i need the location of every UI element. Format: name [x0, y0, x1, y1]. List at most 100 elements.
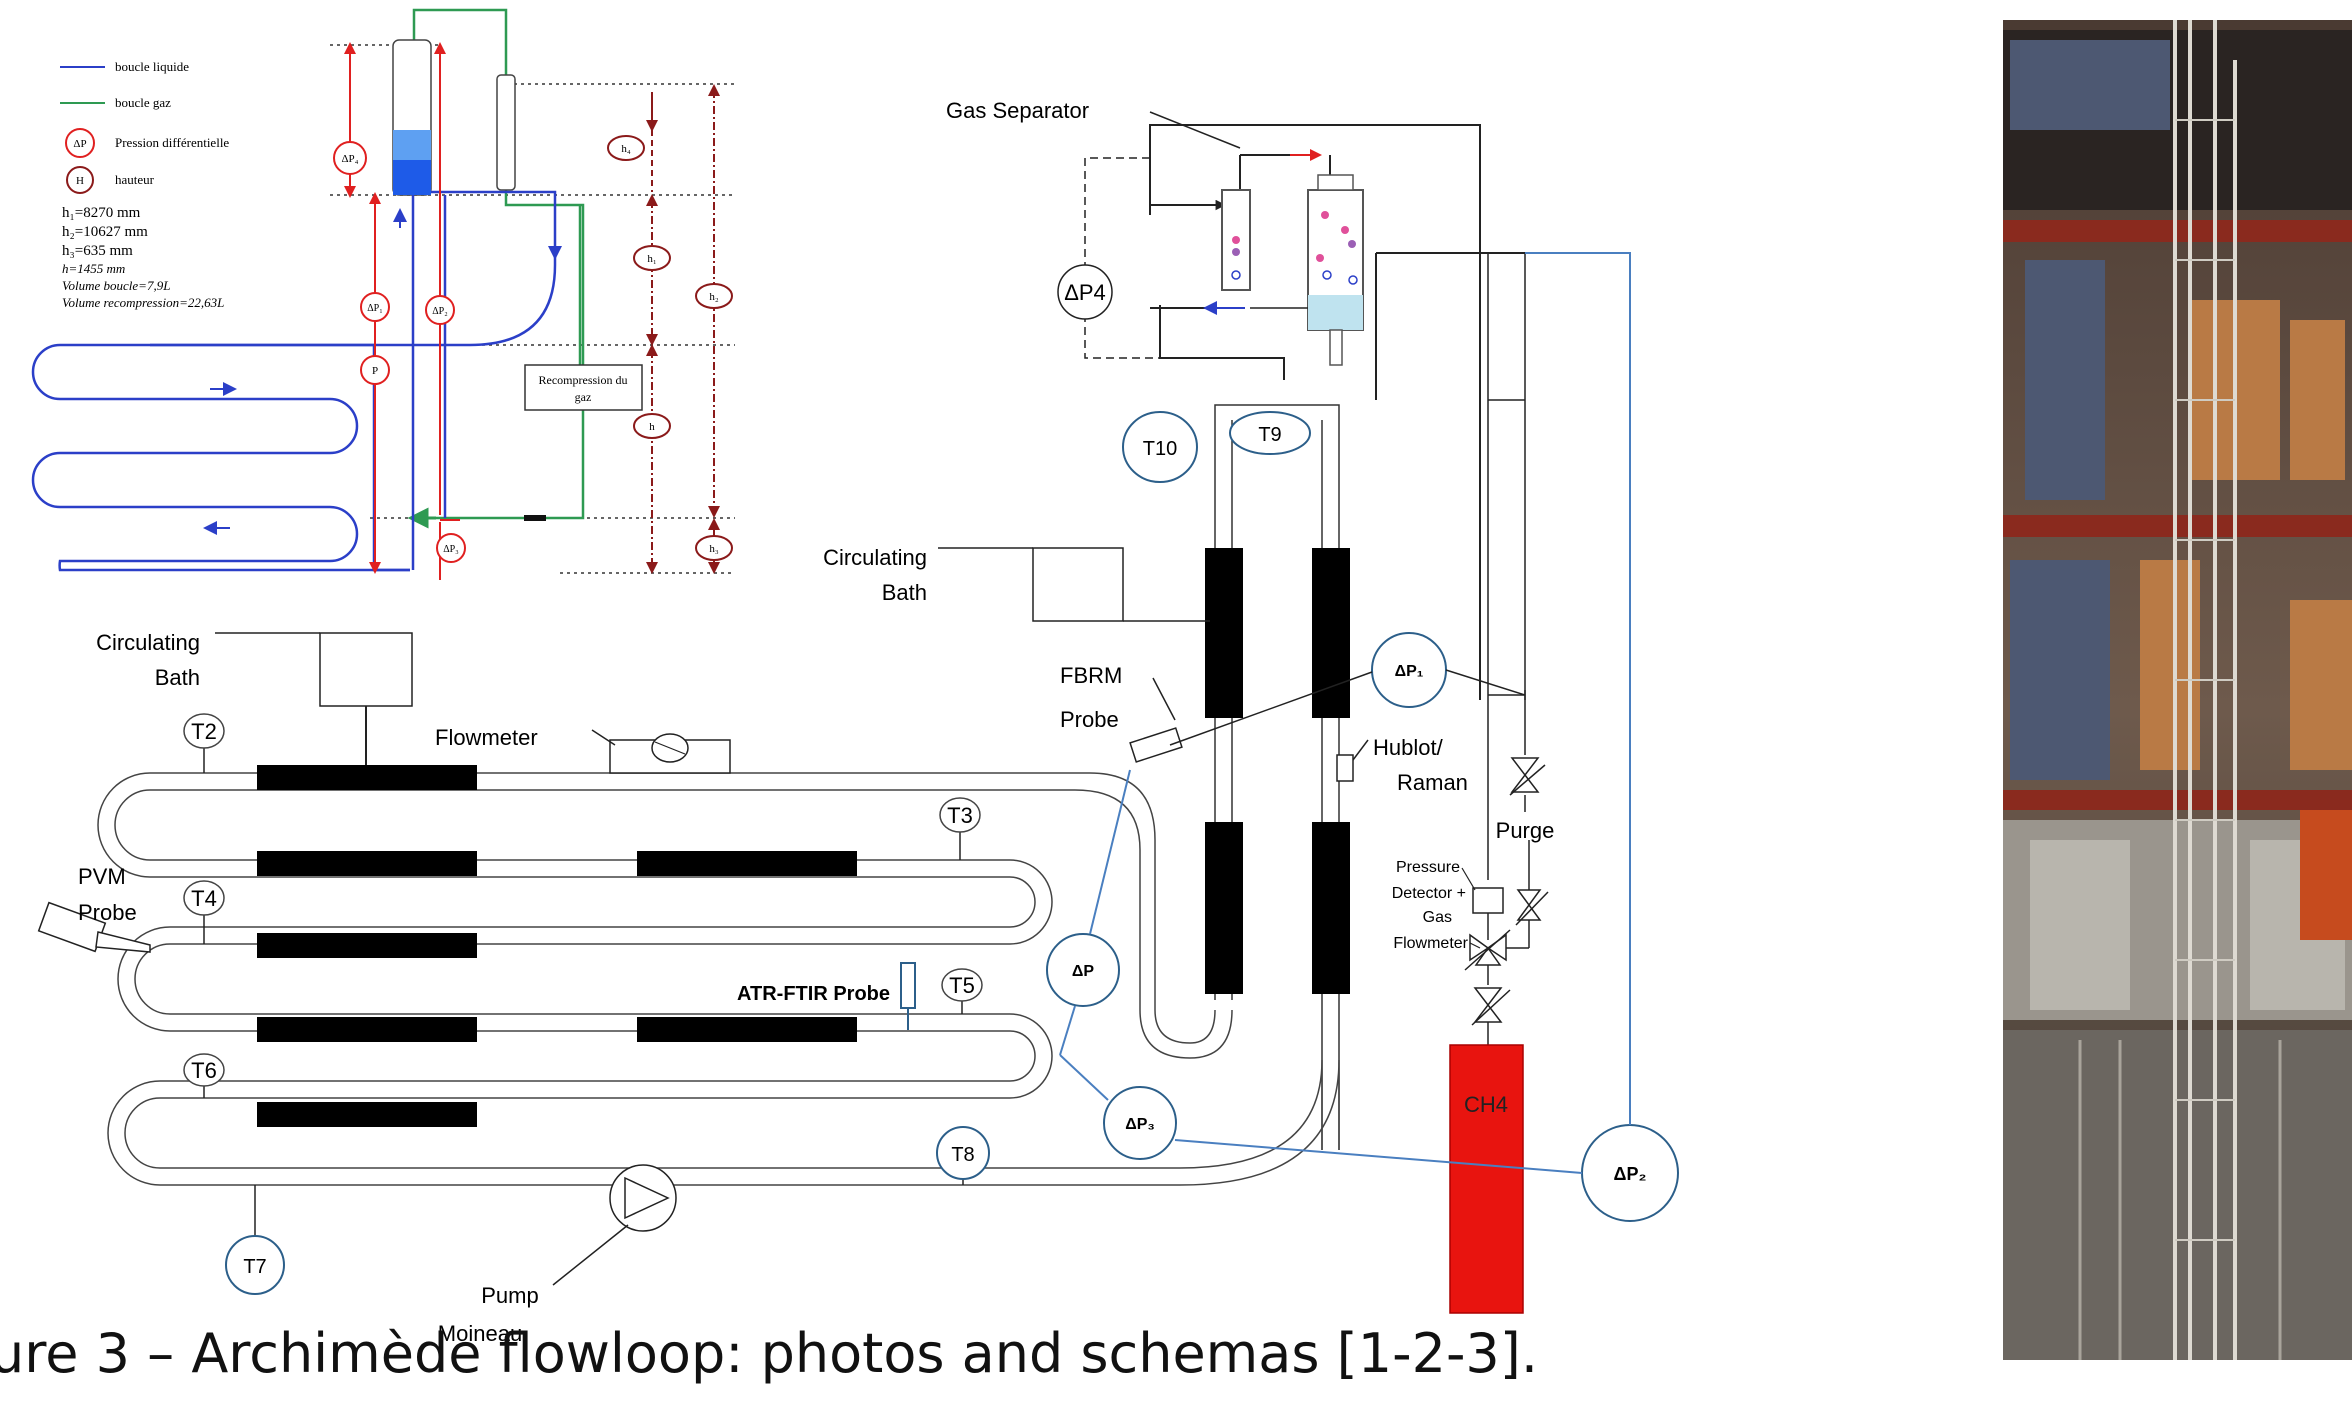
dp4-label: ΔP₄ [341, 153, 358, 165]
serpentine-loop [97, 772, 1340, 1186]
circulating-bath-right-label-1: Circulating [823, 545, 927, 570]
dp2-gauge-label: ΔP₂ [1614, 1164, 1647, 1184]
valve-mark [524, 515, 546, 521]
circulating-bath-left-label-1: Circulating [96, 630, 200, 655]
dp-symbol-icon [65, 128, 95, 158]
dp3-label: ΔP₃ [443, 544, 458, 555]
t5-label: T5 [949, 973, 975, 998]
dp1-gauge-label: ΔP₁ [1395, 663, 1424, 680]
legend-h-label: hauteur [115, 172, 155, 187]
circulating-bath-right-label-2: Bath [882, 580, 927, 605]
flowloop-schematic: Gas Separator ΔP4 [37, 98, 1679, 1346]
loop-jacket [257, 851, 477, 876]
loop-jacket [257, 765, 477, 790]
recompression-label-1: Recompression du [539, 373, 628, 387]
ch4-cylinder [1449, 1044, 1524, 1314]
pressure-label-4: Flowmeter [1393, 935, 1468, 952]
circulating-bath-left [319, 632, 413, 707]
fbrm-label-1: FBRM [1060, 663, 1122, 688]
fbrm-probe [1129, 727, 1183, 763]
h-label: h [649, 421, 655, 433]
gas-column [496, 74, 516, 191]
t9-sensor [1229, 411, 1311, 455]
pump-label-2: Moineau [438, 1321, 522, 1346]
dp3-gauge [436, 533, 466, 563]
hublot-label-1: Hublot/ [1373, 735, 1444, 760]
pump-label-1: Pump [481, 1283, 538, 1308]
loop-jacket [637, 851, 857, 876]
legend-h: h=1455 mm [62, 261, 125, 276]
legend-gas-label: boucle gaz [115, 95, 171, 110]
purge-valve [1509, 757, 1546, 796]
t2-sensor [183, 713, 225, 749]
t8-label: T8 [951, 1144, 974, 1166]
legend-h-symbol: H [76, 175, 84, 187]
ch4-label: CH4 [1464, 1092, 1508, 1117]
hublot-window [1336, 754, 1354, 782]
t7-sensor [225, 1235, 285, 1295]
legend-h3: h₃=635 mm [62, 243, 133, 259]
p-gauge [360, 355, 390, 385]
h1-marker [633, 245, 671, 271]
t3-label: T3 [947, 803, 973, 828]
legend-h1: h₁=8270 mm [62, 205, 141, 221]
dp-gauge-label: ΔP [1072, 963, 1095, 980]
dp3-gauge [1103, 1086, 1177, 1160]
top-schema: Recompression du gaz ΔP₄ ΔP₁ ΔP₂ P ΔP₃ [31, 8, 735, 580]
legend-liquid-label: boucle liquide [115, 59, 189, 74]
p-label: P [372, 365, 378, 377]
fbrm-label-2: Probe [1060, 707, 1119, 732]
h3-label: h₃ [709, 543, 719, 555]
dp2-gauge [425, 295, 455, 325]
t5-sensor [941, 968, 983, 1002]
atr-probe [900, 962, 916, 1009]
facility-photo [2003, 20, 2352, 1399]
h4-marker [607, 135, 645, 161]
t8-sensor [936, 1126, 990, 1180]
t10-label: T10 [1143, 438, 1177, 460]
t10-sensor [1122, 411, 1198, 483]
pressure-label-1: Pressure [1396, 859, 1460, 876]
dp4-gauge-label: ΔP4 [1064, 280, 1106, 305]
dp4-gauge [1057, 264, 1113, 320]
t6-sensor [183, 1053, 225, 1087]
t3-sensor [939, 797, 981, 833]
loop-jacket [257, 1017, 477, 1042]
dp4-gauge [333, 141, 367, 175]
side-valve [1515, 889, 1549, 926]
loop-jacket [257, 1102, 477, 1127]
separator-liquid-level [1308, 295, 1363, 330]
circulating-bath-right [1032, 547, 1124, 622]
legend-h2: h₂=10627 mm [62, 224, 148, 240]
legend-dp-symbol: ΔP [73, 138, 86, 150]
recompression-label-2: gaz [575, 390, 592, 404]
riser-jacket [1312, 822, 1350, 994]
t6-label: T6 [191, 1058, 217, 1083]
t4-sensor [183, 880, 225, 916]
legend-dp-label: Pression différentielle [115, 135, 229, 150]
riser-jacket [1205, 822, 1243, 994]
dp-gauge [1046, 933, 1120, 1007]
recompression-box [524, 364, 643, 411]
loop-jacket [637, 1017, 857, 1042]
figure-caption: ure 3 – Archimède flowloop: photos and s… [0, 1322, 1539, 1385]
pvm-label-1: PVM [78, 864, 126, 889]
pvm-label-2: Probe [78, 900, 137, 925]
purge-label: Purge [1496, 818, 1555, 843]
loop-jacket [257, 933, 477, 958]
flowmeter-label: Flowmeter [435, 725, 538, 750]
t2-label: T2 [191, 719, 217, 744]
riser-jacket [1205, 548, 1243, 718]
h2-label: h₂ [709, 291, 719, 303]
h1-label: h₁ [647, 253, 657, 265]
t9-label: T9 [1258, 424, 1281, 446]
legend-volume-loop: Volume boucle=7,9L [62, 278, 170, 293]
dp1-gauge [360, 292, 390, 322]
h3-marker [695, 535, 733, 561]
h4-label: h₄ [621, 143, 631, 155]
circulating-bath-left-label-2: Bath [155, 665, 200, 690]
dp2-label: ΔP₂ [432, 306, 447, 317]
atr-label: ATR-FTIR Probe [737, 983, 890, 1005]
